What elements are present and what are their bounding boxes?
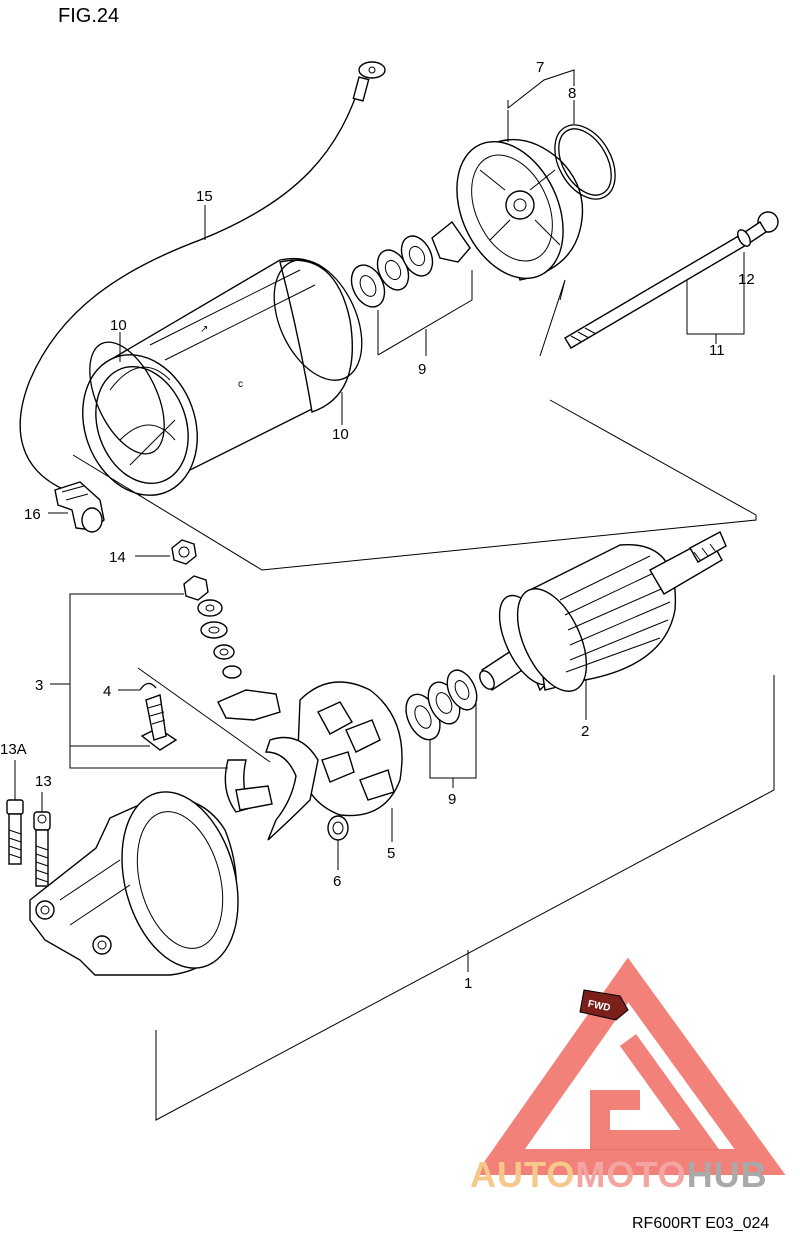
bolt-part-13 xyxy=(33,811,51,887)
armature-part-2 xyxy=(479,531,727,692)
label-10a: 10 xyxy=(110,317,127,334)
watermark-text: AUTOMOTOHUB xyxy=(470,1154,768,1195)
nut-part-14 xyxy=(171,539,197,565)
svg-text:c: c xyxy=(238,379,243,390)
watermark-auto: AUTO xyxy=(470,1154,575,1195)
label-1: 1 xyxy=(464,975,472,992)
figure-code: RF600RT E03_024 xyxy=(632,1215,769,1232)
yoke-housing: c ↗ xyxy=(82,257,354,497)
label-11: 11 xyxy=(709,342,725,359)
label-8: 8 xyxy=(568,85,576,102)
bolt-part-13a xyxy=(6,799,24,865)
label-3: 3 xyxy=(35,677,43,694)
label-7: 7 xyxy=(536,59,544,76)
watermark-hub: HUB xyxy=(687,1154,768,1195)
label-13: 13 xyxy=(35,773,52,790)
label-2: 2 xyxy=(581,723,589,740)
o-ring-part-12 xyxy=(737,229,751,247)
label-10b: 10 xyxy=(332,426,349,443)
o-ring-part-10-rear xyxy=(273,259,363,381)
label-12: 12 xyxy=(738,271,755,288)
brush-spring-part-6 xyxy=(327,815,349,841)
label-14: 14 xyxy=(109,549,126,566)
terminal-kit-part-3 xyxy=(140,575,281,813)
figure-title: FIG.24 xyxy=(58,5,119,27)
brush-holder-part-5 xyxy=(265,681,403,841)
label-4: 4 xyxy=(103,683,111,700)
watermark-moto: MOTO xyxy=(575,1154,686,1195)
washer-set-part-9-upper xyxy=(350,220,471,308)
part-labels: 7 8 15 12 10 11 9 10 16 14 3 4 2 13A 13 … xyxy=(0,59,755,992)
o-ring-part-8 xyxy=(554,124,616,200)
svg-text:↗: ↗ xyxy=(200,324,208,335)
label-6: 6 xyxy=(333,873,341,890)
label-15: 15 xyxy=(196,188,213,205)
washer-set-part-9-lower xyxy=(405,669,478,741)
boot-part-16 xyxy=(54,481,105,533)
circlip-part-4 xyxy=(139,682,157,691)
label-9a: 9 xyxy=(418,361,426,378)
label-9b: 9 xyxy=(448,791,456,808)
automotohub-watermark: FWD AUTOMOTOHUB xyxy=(470,957,786,1195)
lead-wire-part-15 xyxy=(19,61,386,491)
label-13a: 13A xyxy=(0,741,27,758)
end-cover-part-7 xyxy=(456,138,584,281)
fwd-tag: FWD xyxy=(587,999,612,1014)
fwd-arrow-icon: FWD xyxy=(579,989,629,1021)
label-5: 5 xyxy=(387,845,395,862)
o-ring-part-10-front xyxy=(89,341,165,455)
leader-lines xyxy=(14,69,775,1121)
label-16: 16 xyxy=(24,506,41,523)
front-housing-part-1 xyxy=(29,791,239,976)
